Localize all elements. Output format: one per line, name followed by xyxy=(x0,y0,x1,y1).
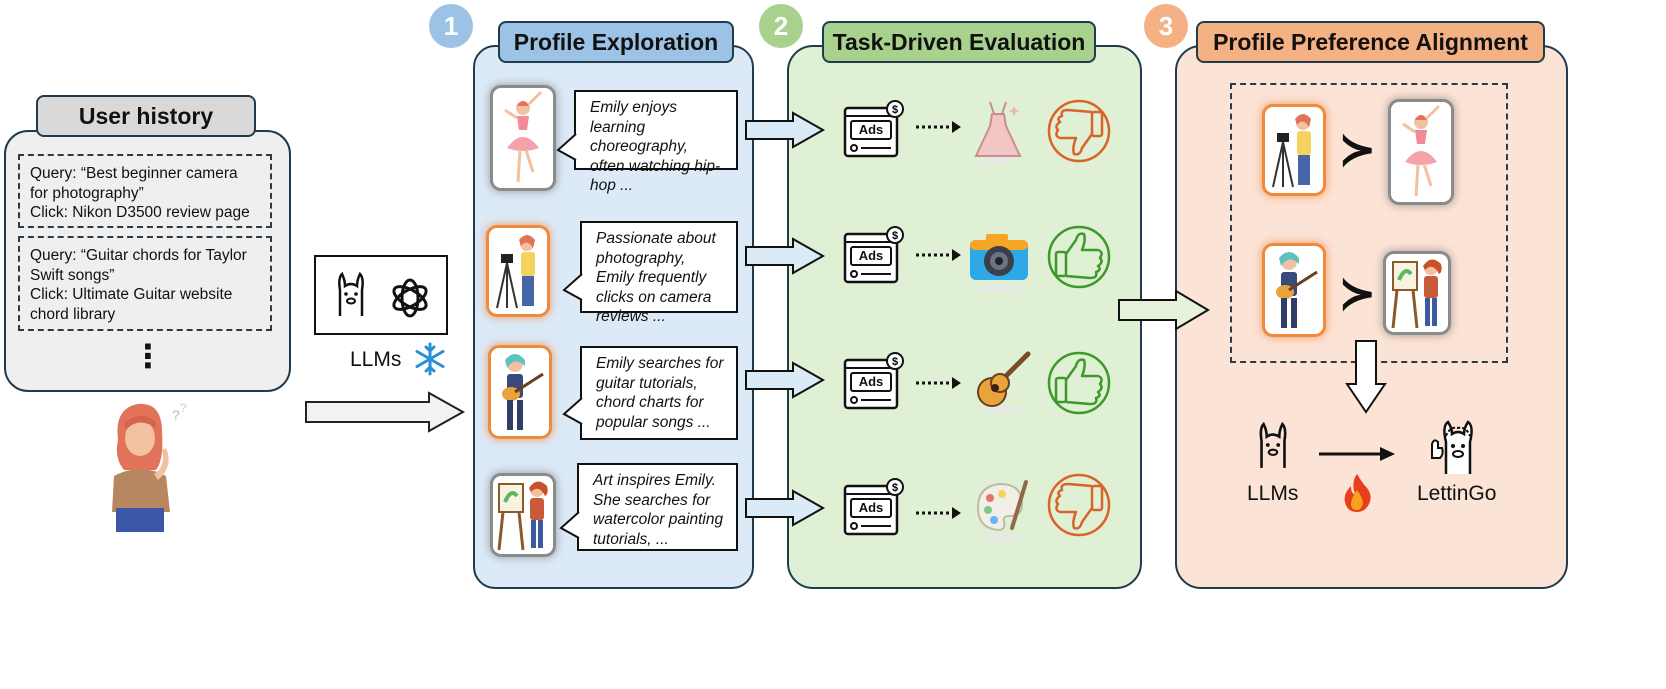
thumbs-down-icon xyxy=(1047,99,1111,163)
step-title-preference-alignment: Profile Preference Alignment xyxy=(1196,21,1545,63)
preference-alignment-panel xyxy=(1175,45,1568,589)
user-avatar-icon: ? ? xyxy=(112,401,187,532)
lettingo-alpaca-icon xyxy=(1431,420,1473,474)
rejected-card-dancer xyxy=(1391,102,1451,202)
thumbs-down-icon xyxy=(1047,473,1111,537)
history-query: Query: “Guitar chords for Taylor Swift s… xyxy=(30,247,247,284)
step-number-1: 1 xyxy=(429,4,473,48)
step-number-2: 2 xyxy=(759,4,803,48)
user-history-title: User history xyxy=(36,95,256,137)
profile-bubble: Emily enjoys learning choreography, ofte… xyxy=(574,90,738,194)
painter-icon xyxy=(1391,259,1442,329)
preferred-card-guitarist xyxy=(1265,246,1323,334)
eval-arrow xyxy=(745,489,826,527)
dress-icon xyxy=(974,101,1022,163)
eval-arrow xyxy=(745,111,826,149)
dotted-arrow xyxy=(916,249,961,261)
thumbs-up-icon xyxy=(1047,351,1111,415)
alignment-arrow xyxy=(1118,289,1210,331)
more-entries-ellipsis: ⋮ xyxy=(132,338,164,374)
fire-icon xyxy=(1344,474,1371,512)
history-click: Click: Ultimate Guitar website chord lib… xyxy=(30,286,233,323)
user-history-panel xyxy=(4,130,291,392)
thumbs-up-icon xyxy=(1047,225,1111,289)
ads-icon: $ Ads xyxy=(843,100,907,160)
svg-text:$: $ xyxy=(892,230,898,242)
eval-arrow xyxy=(745,361,826,399)
palette-icon xyxy=(976,480,1028,541)
preferred-card-photographer xyxy=(1265,107,1323,193)
persona-card-painter xyxy=(493,476,553,554)
profile-bubble: Emily searches for guitar tutorials, cho… xyxy=(580,346,738,440)
history-click: Click: Nikon D3500 review page xyxy=(30,204,250,221)
dotted-arrow xyxy=(916,377,961,389)
persona-card-guitarist xyxy=(491,348,549,436)
bubble-tail xyxy=(562,397,583,425)
source-model-label: LLMs xyxy=(1247,482,1299,505)
llama-icon xyxy=(1259,421,1287,468)
ads-icon: $ Ads xyxy=(843,226,907,286)
bubble-tail xyxy=(562,273,583,301)
svg-text:$: $ xyxy=(892,104,898,116)
guitarist-icon xyxy=(502,354,544,430)
rejected-card-painter xyxy=(1386,254,1448,332)
ads-label: Ads xyxy=(858,500,884,515)
llama-icon xyxy=(338,271,364,316)
ads-label: Ads xyxy=(858,248,884,263)
down-arrow xyxy=(1345,340,1387,414)
profile-bubble: Passionate about photography, Emily freq… xyxy=(580,221,738,325)
camera-icon xyxy=(970,234,1028,291)
persona-card-dancer xyxy=(493,88,553,188)
step-title-profile-exploration: Profile Exploration xyxy=(498,21,734,63)
input-arrow xyxy=(305,391,466,433)
svg-text:?: ? xyxy=(172,407,180,423)
history-entry: Query: “Best beginner camera for photogr… xyxy=(18,154,272,228)
svg-text:$: $ xyxy=(892,356,898,368)
guitar-icon xyxy=(977,351,1031,413)
train-arrow xyxy=(1319,447,1395,461)
photographer-icon xyxy=(496,235,535,309)
ads-icon: $ Ads xyxy=(843,478,907,538)
target-model-label: LettinGo xyxy=(1417,482,1497,505)
dancer-icon xyxy=(504,90,543,183)
ads-label: Ads xyxy=(858,374,884,389)
dotted-arrow xyxy=(916,121,961,133)
painter-icon xyxy=(497,481,548,551)
svg-text:$: $ xyxy=(892,482,898,494)
bubble-tail xyxy=(559,511,580,539)
ads-icon: $ Ads xyxy=(843,352,907,412)
step-title-task-evaluation: Task-Driven Evaluation xyxy=(822,21,1096,63)
persona-card-photographer xyxy=(489,228,547,314)
bubble-tail xyxy=(556,133,577,161)
history-query: Query: “Best beginner camera for photogr… xyxy=(30,165,238,202)
dotted-arrow xyxy=(916,507,961,519)
history-entry: Query: “Guitar chords for Taylor Swift s… xyxy=(18,236,272,331)
ads-label: Ads xyxy=(858,122,884,137)
step-number-3: 3 xyxy=(1144,4,1188,48)
snowflake-icon xyxy=(415,342,445,376)
photographer-icon xyxy=(1272,114,1311,188)
preference-symbol: ≻ xyxy=(1338,123,1377,175)
svg-text:?: ? xyxy=(180,401,187,415)
guitarist-icon xyxy=(1276,252,1318,328)
llm-label: LLMs xyxy=(350,348,402,371)
eval-arrow xyxy=(745,237,826,275)
profile-bubble: Art inspires Emily. She searches for wat… xyxy=(577,463,738,551)
openai-icon xyxy=(392,278,428,318)
preference-symbol: ≻ xyxy=(1338,267,1377,319)
dancer-icon xyxy=(1402,104,1441,197)
